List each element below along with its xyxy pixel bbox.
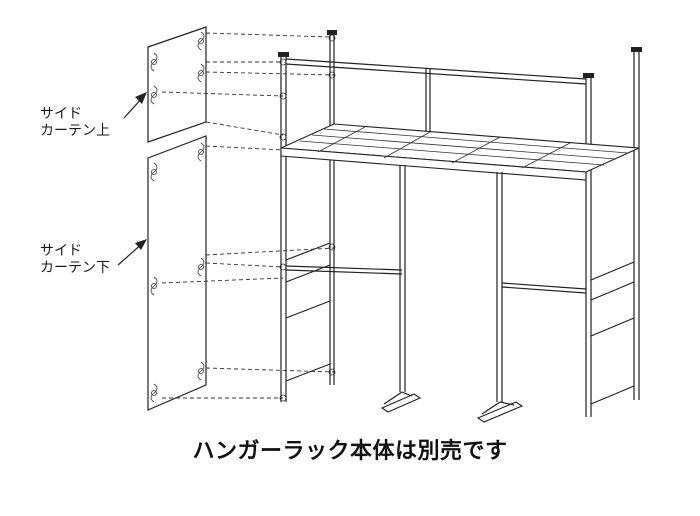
pole-caps xyxy=(278,30,642,78)
rack-shelf xyxy=(280,123,640,181)
lower-curtain-panel xyxy=(147,135,207,411)
label-upper-line1: サイド xyxy=(40,106,82,122)
label-lower-line2: カーテン下 xyxy=(40,260,110,276)
top-hanging-bar xyxy=(285,58,587,80)
upper-panel-clips xyxy=(150,31,205,105)
rack-lower-bars xyxy=(285,242,635,405)
pole-clips xyxy=(279,34,336,402)
caption: ハンガーラック本体は別売です xyxy=(192,439,508,464)
label-lower-line1: サイド xyxy=(40,243,82,259)
label-upper-line2: カーテン上 xyxy=(40,123,110,139)
label-side-curtain-lower: サイド カーテン下 xyxy=(40,243,110,277)
lower-panel-clips xyxy=(150,142,205,403)
upper-curtain-panel xyxy=(147,26,207,143)
label-arrows xyxy=(117,92,147,266)
rack-center-legs xyxy=(380,165,524,423)
label-side-curtain-upper: サイド カーテン上 xyxy=(40,106,110,140)
